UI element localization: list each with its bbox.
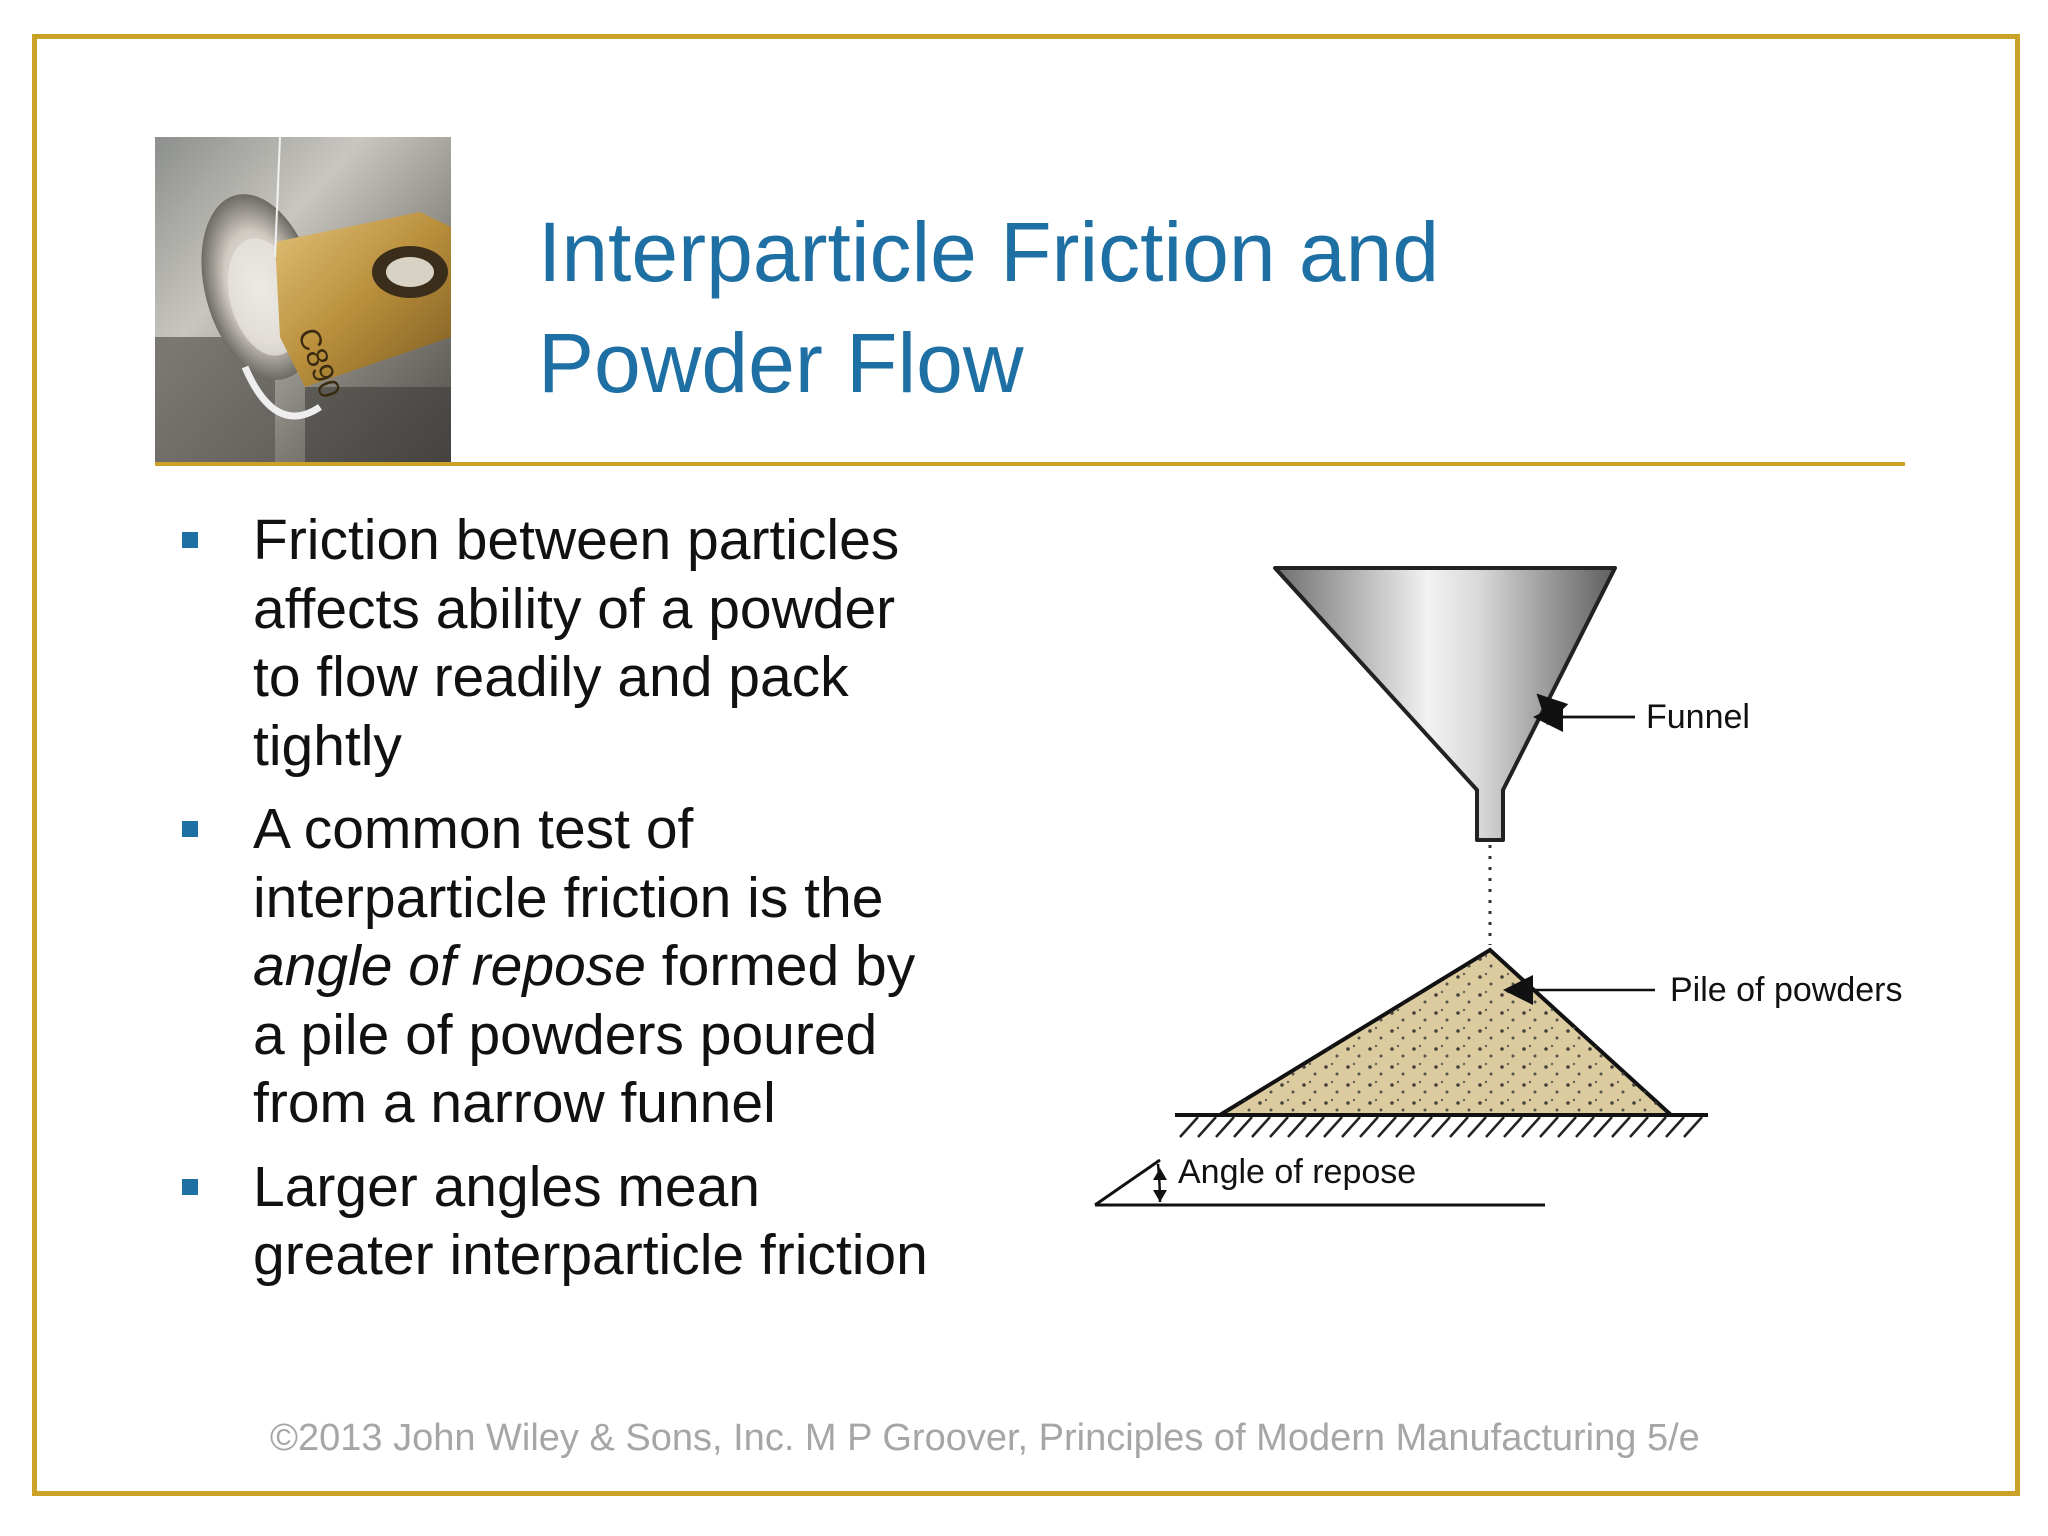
bullet-text-line: Friction between particles [253, 508, 900, 572]
funnel-arrow [1536, 693, 1635, 726]
bullet-text-line: Larger angles mean [253, 1154, 760, 1219]
funnel-label: Funnel [1646, 698, 1750, 736]
bullet-text-line: angle of repose formed by [253, 932, 1075, 1001]
bullet-text-fragment: formed by [645, 934, 916, 998]
title-line-2: Powder Flow [538, 316, 1024, 410]
slide-title: Interparticle Friction and Powder Flow [538, 197, 1838, 419]
bullet-item: Friction between particles affects abili… [175, 506, 1075, 780]
copyright-footer: ©2013 John Wiley & Sons, Inc. M P Groove… [270, 1417, 1700, 1459]
compaction-photo-image: C890 [155, 137, 451, 463]
square-bullet-icon [182, 821, 198, 837]
angle-label: Angle of repose [1178, 1153, 1416, 1191]
pile-label: Pile of powders [1670, 971, 1902, 1009]
title-line-1: Interparticle Friction and [538, 205, 1440, 299]
square-bullet-icon [182, 1178, 198, 1195]
angle-of-repose-term: angle of repose [253, 934, 646, 998]
angle-of-repose-diagram: Funnel Pile of powders Angle of repose [1094, 566, 1902, 1207]
ground-hatching [1175, 1113, 1708, 1138]
bullet-text-line: interparticle friction is the [253, 865, 884, 930]
compaction-photo: C890 [155, 137, 451, 463]
funnel-shape [1273, 566, 1617, 842]
title-divider [155, 462, 1905, 466]
angle-indicator [1094, 1158, 1545, 1207]
bullet-text-line: a pile of powders poured [253, 1002, 878, 1067]
bullet-list: Friction between particles affects abili… [175, 506, 1075, 1305]
bullet-text-line: A common test of [253, 797, 694, 861]
bullet-text-line: from a narrow funnel [253, 1071, 776, 1135]
bullet-text-line: affects ability of a powder [253, 576, 896, 641]
powder-pile [1212, 947, 1677, 1117]
square-bullet-icon [182, 532, 198, 548]
bullet-text-line: greater interparticle friction [253, 1223, 928, 1287]
bullet-item: Larger angles mean greater interparticle… [175, 1153, 1075, 1290]
bullet-item: A common test of interparticle friction … [175, 795, 1075, 1138]
slide-frame [32, 34, 2020, 1496]
bullet-text-line: to flow readily and pack [253, 645, 849, 709]
bullet-text-line: tightly [253, 713, 402, 778]
